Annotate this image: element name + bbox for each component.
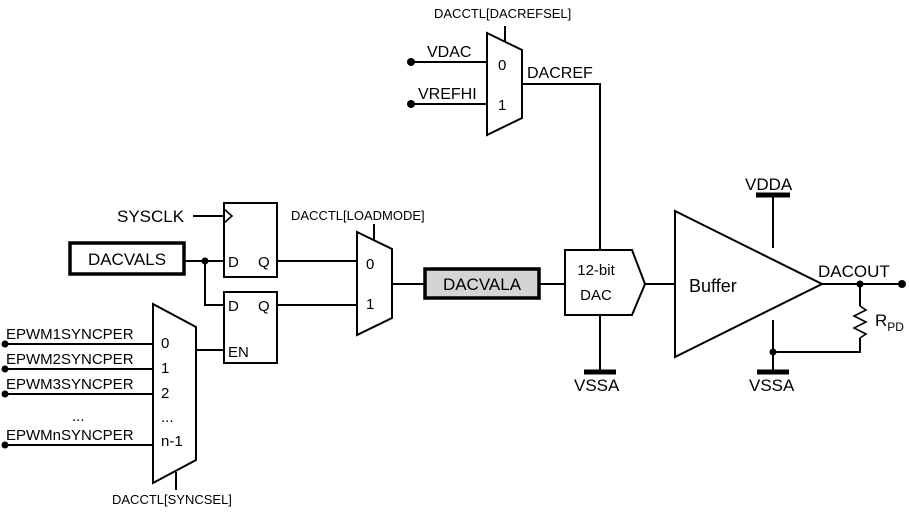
- vdda-label: VDDA: [745, 175, 793, 194]
- ff-bottom-q-pin: Q: [258, 298, 270, 315]
- syncsel-label: DACCTL[SYNCSEL]: [112, 492, 232, 507]
- vrefhi-label: VREFHI: [418, 86, 477, 103]
- buffer-label: Buffer: [689, 276, 737, 296]
- rpd-label: RPD: [875, 311, 904, 334]
- dacref-label: DACREF: [527, 65, 593, 82]
- flipflop-top: D Q: [223, 202, 278, 278]
- sync-mux-index-ellipsis: ...: [161, 409, 174, 426]
- ff-bottom-en-pin: EN: [228, 344, 249, 361]
- ref-mux-input-1: 1: [498, 97, 506, 114]
- dacvals-label: DACVALS: [88, 250, 166, 269]
- sysclk-label: SYSCLK: [117, 207, 185, 226]
- vdac-label: VDAC: [427, 44, 471, 61]
- sync-mux-index-0: 0: [161, 335, 169, 352]
- epwm2-label: EPWM2SYNCPER: [6, 351, 134, 368]
- load-mux-input-0: 0: [366, 256, 374, 273]
- dacrefsel-label: DACCTL[DACREFSEL]: [434, 6, 571, 21]
- output-buffer: Buffer: [674, 209, 825, 359]
- dacvala-label: DACVALA: [443, 275, 522, 294]
- sync-select-mux: 0 1 2 ... n-1: [152, 302, 197, 490]
- sync-mux-index-n-1: n-1: [161, 433, 183, 450]
- reference-mux: 0 1: [486, 26, 523, 137]
- sync-mux-index-1: 1: [161, 360, 169, 377]
- ff-bottom-d-pin: D: [228, 298, 239, 315]
- epwm3-label: EPWM3SYNCPER: [6, 376, 134, 393]
- vssa-dac-label: VSSA: [574, 376, 620, 395]
- vssa-buffer-label: VSSA: [749, 376, 795, 395]
- dacout-terminal: [898, 280, 906, 288]
- ff-top-q-pin: Q: [258, 254, 270, 271]
- ref-mux-input-0: 0: [498, 57, 506, 74]
- dac-label-line2: DAC: [580, 287, 612, 304]
- dacout-label: DACOUT: [818, 262, 890, 281]
- sync-mux-index-2: 2: [161, 385, 169, 402]
- ff-top-d-pin: D: [228, 254, 239, 271]
- epwm-ellipsis: ...: [72, 408, 85, 425]
- pulldown-resistor: [773, 284, 868, 353]
- epwmn-label: EPWMnSYNCPER: [6, 427, 134, 444]
- load-mux-input-1: 1: [366, 296, 374, 313]
- loadmode-label: DACCTL[LOADMODE]: [291, 208, 425, 223]
- dac-12bit: 12-bit DAC: [564, 249, 647, 316]
- flipflop-bottom: D Q EN: [223, 291, 278, 364]
- dac-label-line1: 12-bit: [577, 262, 615, 279]
- load-mode-mux: 0 1: [356, 224, 393, 337]
- epwm1-label: EPWM1SYNCPER: [6, 326, 134, 343]
- dacvals-register: [68, 241, 186, 276]
